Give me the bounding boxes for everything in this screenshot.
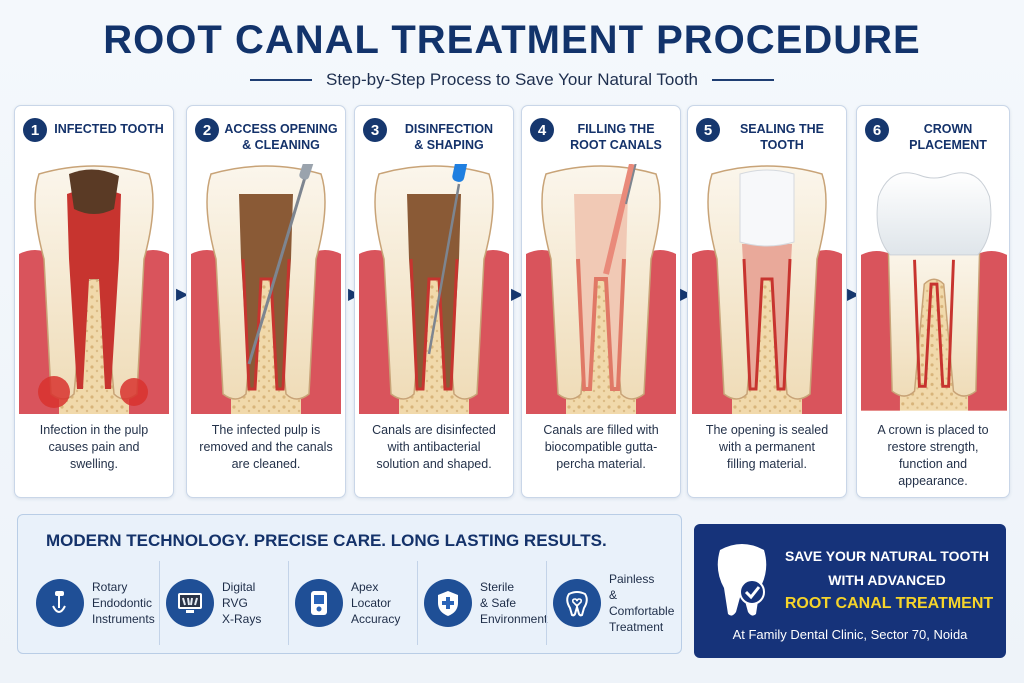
tech-item-apex: Apex Locator Accuracy: [288, 561, 417, 645]
step-title: FILLING THE ROOT CANALS: [570, 122, 662, 152]
step-number-badge: 6: [865, 118, 889, 142]
tech-label: Sterile & Safe Environment: [480, 580, 548, 626]
step-description: Canals are filled with biocompatible gut…: [543, 423, 659, 471]
step-description: The infected pulp is removed and the can…: [199, 423, 333, 471]
filling-tooth-illustration: [526, 164, 676, 414]
arrow-right-icon: ▶: [511, 286, 524, 303]
steps-row: 1 INFECTED TOOTH Infection in the pulp c…: [14, 105, 1010, 498]
step-title: DISINFECTION & SHAPING: [404, 122, 494, 152]
step-header: 6 CROWN PLACEMENT: [865, 118, 1003, 158]
technology-panel: MODERN TECHNOLOGY. PRECISE CARE. LONG LA…: [17, 514, 682, 654]
step-card-5: 5 SEALING THE TOOTH The opening is seale…: [687, 105, 847, 498]
cta-line-2: WITH ADVANCED: [828, 572, 946, 588]
subtitle-divider-right: [712, 79, 775, 81]
tooth-heart-icon: [553, 579, 601, 627]
crowned-tooth-illustration: [861, 172, 1007, 411]
arrow-right-icon: ▶: [176, 286, 189, 303]
tech-label: Apex Locator Accuracy: [351, 580, 401, 626]
page-title: ROOT CANAL TREATMENT PROCEDURE: [103, 18, 921, 62]
step-description: The opening is sealed with a permanent f…: [705, 423, 829, 471]
xray-monitor-icon: [166, 579, 214, 627]
step-header: 3 DISINFECTION & SHAPING: [363, 118, 507, 158]
tech-item-painless: Painless & Comfortable Treatment: [546, 561, 675, 645]
tech-label: Painless & Comfortable Treatment: [609, 572, 675, 634]
tooth-check-icon: [717, 544, 767, 616]
subtitle-row: Step-by-Step Process to Save Your Natura…: [0, 70, 1024, 90]
step-header: 1 INFECTED TOOTH: [23, 118, 167, 158]
step-title: INFECTED TOOTH: [54, 122, 164, 136]
sealed-tooth-illustration: [692, 165, 842, 414]
step-card-6: 6 CROWN PLACEMENT A crown is placed to r…: [856, 105, 1010, 498]
step-description: Infection in the pulp causes pain and sw…: [39, 423, 149, 471]
cta-highlight: ROOT CANAL TREATMENT: [784, 595, 994, 612]
tech-item-xray: Digital RVG X-Rays: [159, 561, 288, 645]
cleaning-tooth-illustration: [191, 164, 341, 414]
step-card-3: 3 DISINFECTION & SHAPING Canals are disi…: [354, 105, 514, 498]
disinfection-tooth-illustration: [359, 164, 509, 414]
apex-locator-icon: [295, 579, 343, 627]
tech-label: Rotary Endodontic Instruments: [92, 580, 155, 626]
tech-item-rotary: Rotary Endodontic Instruments: [30, 561, 159, 645]
technology-title: MODERN TECHNOLOGY. PRECISE CARE. LONG LA…: [46, 531, 607, 550]
infected-tooth-illustration: [19, 165, 169, 414]
tech-item-sterile: Sterile & Safe Environment: [417, 561, 548, 645]
cta-line-1: SAVE YOUR NATURAL TOOTH: [784, 548, 990, 564]
step-title: ACCESS OPENING & CLEANING: [224, 122, 338, 152]
clinic-location: At Family Dental Clinic, Sector 70, Noid…: [732, 627, 968, 642]
page-subtitle: Step-by-Step Process to Save Your Natura…: [325, 70, 699, 89]
step-description: Canals are disinfected with antibacteria…: [372, 423, 496, 471]
cta-banner: SAVE YOUR NATURAL TOOTH WITH ADVANCED RO…: [694, 524, 1006, 658]
technology-items: Rotary Endodontic Instruments Digital RV…: [30, 561, 675, 645]
step-card-4: 4 FILLING THE ROOT CANALS Canals are fil…: [521, 105, 681, 498]
step-number-badge: 4: [530, 118, 554, 142]
step-number-badge: 3: [363, 118, 387, 142]
step-number-badge: 5: [696, 118, 720, 142]
step-card-2: 2 ACCESS OPENING & CLEANING The infected…: [186, 105, 346, 498]
shield-cross-icon: [424, 579, 472, 627]
rotary-instrument-icon: [36, 579, 84, 627]
step-header: 4 FILLING THE ROOT CANALS: [530, 118, 674, 158]
step-description: A crown is placed to restore strength, f…: [877, 423, 989, 488]
step-header: 2 ACCESS OPENING & CLEANING: [195, 118, 339, 158]
step-title: SEALING THE TOOTH: [739, 122, 825, 152]
step-title: CROWN PLACEMENT: [909, 122, 987, 152]
step-number-badge: 1: [23, 118, 47, 142]
tech-label: Digital RVG X-Rays: [222, 580, 262, 626]
step-card-1: 1 INFECTED TOOTH Infection in the pulp c…: [14, 105, 174, 498]
step-header: 5 SEALING THE TOOTH: [696, 118, 840, 158]
step-number-badge: 2: [195, 118, 219, 142]
subtitle-divider-left: [249, 79, 312, 81]
